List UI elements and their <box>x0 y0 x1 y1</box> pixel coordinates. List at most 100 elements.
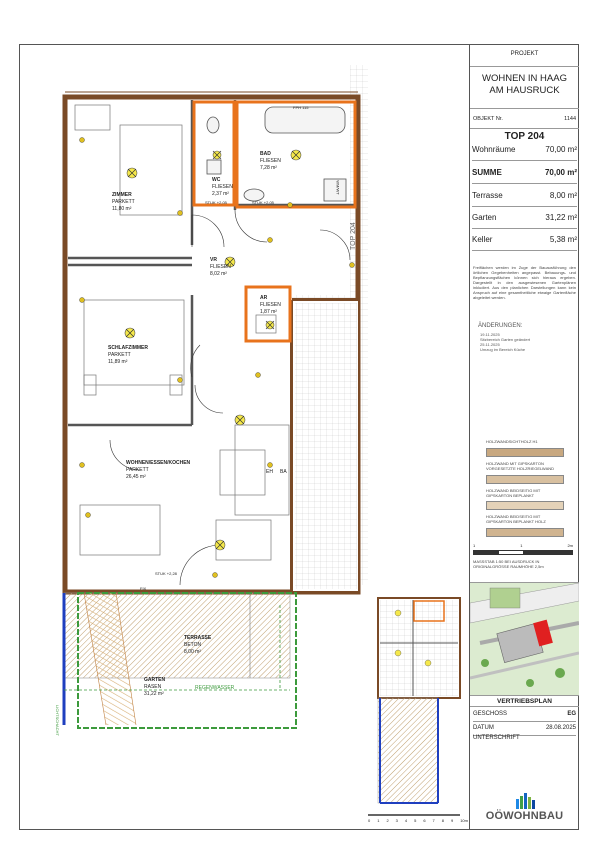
area-label: Terrasse <box>472 191 503 200</box>
top-number: TOP 204 <box>504 131 545 142</box>
scale-bar <box>473 550 573 555</box>
room-vr-floor: FLIESEN <box>210 264 231 270</box>
area-label: Wohnräume <box>472 145 516 154</box>
legend-swatch <box>486 475 564 484</box>
area-label: Keller <box>472 235 493 244</box>
legend-swatch <box>486 501 564 510</box>
room-vr-name: VR <box>210 257 217 263</box>
project-title: WOHNEN IN HAAG AM HAUSRUCK <box>470 67 579 109</box>
area-label: Garten <box>472 213 497 222</box>
legend-label: HOLZWANDSICHTHOLZ H1 <box>486 439 538 444</box>
disclaimer-text: Freiflächen werden im Zuge der Bauausfüh… <box>473 265 576 300</box>
scale-tick: 1 <box>473 543 476 548</box>
mini-scale-tick: 7 <box>432 818 435 823</box>
area-label: SUMME <box>472 168 502 177</box>
room-zimmer-name: ZIMMER <box>112 192 132 198</box>
datum-row: DATUM 28.08.2025 <box>473 721 576 736</box>
light-crosses <box>125 150 301 550</box>
area-row-sum: SUMME 70,00 m² <box>472 161 577 184</box>
scale-text: MASSSTAB 1:50 BEI AUSDRUCK IN ORIGINALGR… <box>473 559 544 569</box>
legend-swatch <box>486 448 564 457</box>
room-wohnen-name: WOHNEN/ESSEN/KOCHEN <box>126 460 191 466</box>
project-title-line2: AM HAUSRUCK <box>489 85 560 96</box>
interior-walls <box>68 100 355 427</box>
objekt-nr: 1144 <box>564 116 576 122</box>
ba-label: BA <box>280 469 287 475</box>
legend-label: HOLZWAND BEIDSEITIG MIT GIPSKARTON BEPLA… <box>486 514 546 524</box>
mini-scale-tick: 8 <box>441 818 444 823</box>
area-row: Terrasse 8,00 m² <box>472 184 577 207</box>
path-hatch <box>84 593 136 725</box>
area-value: 8,00 m² <box>549 191 577 200</box>
room-garten-floor: RASEN <box>144 684 162 690</box>
floor-plan-drawing <box>62 65 368 729</box>
geschoss-row: GESCHOSS EG <box>473 707 576 722</box>
stuk-label-b: STUK +2,05 <box>252 200 274 205</box>
changes-title: ÄNDERUNGEN: <box>478 323 523 329</box>
plan-sheet: ZIMMER PARKETT 11,80 m² WC FLIESEN 2,37 … <box>19 44 579 830</box>
mini-scale-tick: 9 <box>450 818 454 823</box>
objekt-row: OBJEKT Nr. 1144 <box>470 109 579 129</box>
change-1-date: 19.11.2025 <box>480 332 500 337</box>
floor-plan: ZIMMER PARKETT 11,80 m² WC FLIESEN 2,37 … <box>20 45 468 829</box>
room-schlafzimmer-name: SCHLAFZIMMER <box>108 345 148 351</box>
unterschrift-label: UNTERSCHRIFT <box>473 735 520 741</box>
room-vr-area: 8,02 m² <box>210 271 227 277</box>
datum-label: DATUM <box>473 725 494 731</box>
scale-ticks: 1 1 2m <box>473 543 573 548</box>
room-ar-area: 1,87 m² <box>260 309 277 315</box>
room-wc-name: WC <box>212 177 221 183</box>
change-2-date: 25.11.2025 <box>480 342 500 347</box>
room-terrasse-floor: BETON <box>184 642 202 648</box>
wet-room-walls <box>192 100 357 343</box>
scale-tick: 1 <box>520 543 523 548</box>
stuk-label-a: STUK +2,05 <box>205 200 227 205</box>
stuk-label-c: STUK +2,28 <box>155 571 177 576</box>
room-wohnen-floor: PARKETT <box>126 467 149 473</box>
fix-label: FIX <box>140 586 147 591</box>
room-bad-name: BAD <box>260 151 271 157</box>
geschoss-label: GESCHOSS <box>473 711 508 717</box>
area-value: 5,38 m² <box>549 235 577 244</box>
ceiling-lights <box>124 149 302 551</box>
room-zimmer-area: 11,80 m² <box>112 206 132 212</box>
eh-label: EH <box>266 469 273 475</box>
area-row: Keller 5,38 m² <box>472 229 577 251</box>
plan-type: VERTRIEBSPLAN <box>470 695 579 707</box>
room-ar-floor: FLIESEN <box>260 302 281 308</box>
room-wc-floor: FLIESEN <box>212 184 233 190</box>
mini-scale-tick: 3 <box>395 818 398 823</box>
area-value: 70,00 m² <box>544 168 577 177</box>
mini-scale-tick: 5 <box>414 818 417 823</box>
room-zimmer-floor: PARKETT <box>112 199 135 205</box>
room-schlafzimmer-floor: PARKETT <box>108 352 131 358</box>
mini-scale-tick: 2 <box>386 818 389 823</box>
geschoss-value: EG <box>567 711 576 717</box>
scale-tick: 2m <box>567 543 573 548</box>
room-wohnen-area: 26,45 m² <box>126 474 146 480</box>
mini-plan-drawing <box>368 597 461 816</box>
legend-label: HOLZWAND BEIDSEITIG MIT GIPSKARTON BEPLA… <box>486 488 541 498</box>
room-garten-name: GARTEN <box>144 677 166 683</box>
oewohnbau-logo-icon <box>515 793 537 809</box>
room-garten-area: 31,22 m² <box>144 691 164 697</box>
area-row: Garten 31,22 m² <box>472 207 577 229</box>
sanitary-fixtures <box>206 106 347 202</box>
legend-swatch <box>486 528 564 537</box>
mini-scale-tick: 4 <box>404 818 408 823</box>
room-schlafzimmer-area: 11,89 m² <box>108 359 128 365</box>
change-2-text: Umzug im Bereich Küche <box>480 347 526 352</box>
room-bad-floor: FLIESEN <box>260 158 281 164</box>
legend-label: HOLZWAND MIT GIPSKARTON VORGESETZTE HOLZ… <box>486 461 555 471</box>
area-value: 70,00 m² <box>545 145 577 154</box>
projekt-label: PROJEKT <box>470 45 579 67</box>
objekt-label: OBJEKT Nr. <box>473 116 503 122</box>
mini-plan-scale: 0 1 2 3 4 5 6 7 8 9 10m <box>368 818 468 823</box>
wm-label: WM/WT <box>335 180 341 195</box>
garden-boundary <box>77 592 297 729</box>
title-block: PROJEKT WOHNEN IN HAAG AM HAUSRUCK OBJEK… <box>469 45 579 829</box>
room-terrasse-name: TERRASSE <box>184 635 212 641</box>
room-terrasse-area: 8,00 m² <box>184 649 201 655</box>
area-summary: Wohnräume 70,00 m² SUMME 70,00 m² Terras… <box>472 145 577 251</box>
furniture <box>74 104 290 561</box>
